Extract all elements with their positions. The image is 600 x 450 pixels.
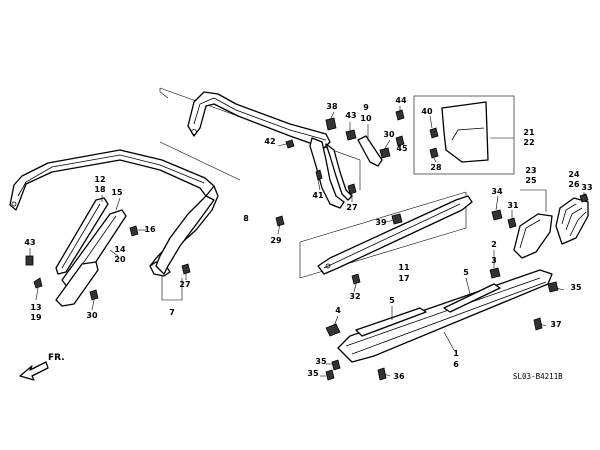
- callout-c20: 20: [114, 255, 126, 264]
- callout-c37: 37: [550, 320, 561, 329]
- callout-c6: 6: [453, 360, 459, 369]
- callout-c31: 31: [507, 201, 519, 210]
- callout-c24: 24: [568, 170, 580, 179]
- drawing-code: SL03-B4211B: [513, 372, 563, 381]
- callout-c4: 4: [335, 306, 341, 315]
- callout-c34: 34: [491, 187, 503, 196]
- callout-c28: 28: [430, 163, 442, 172]
- callout-c35c: 35: [307, 369, 319, 378]
- callout-c9: 9: [363, 103, 369, 112]
- callout-labels: 1623455789101117121813191420151621222325…: [24, 96, 592, 381]
- callout-c32: 32: [349, 292, 360, 301]
- callout-c35a: 35: [570, 283, 582, 292]
- rear-quarter-trim-box: [413, 95, 515, 175]
- callout-c27a: 27: [179, 280, 190, 289]
- callout-c23: 23: [525, 166, 536, 175]
- callout-c43a: 43: [24, 238, 35, 247]
- sill-molding-strip-a: [355, 307, 427, 337]
- side-sill-garnish: [337, 269, 553, 363]
- callout-c5b: 5: [463, 268, 469, 277]
- roof-side-molding: [299, 191, 473, 279]
- pillar-garnish-12: [55, 197, 109, 275]
- callout-c17: 17: [398, 274, 409, 283]
- callout-c10: 10: [360, 114, 372, 123]
- callout-c45: 45: [396, 144, 408, 153]
- leader-lines: [29, 106, 585, 377]
- callout-c27b: 27: [346, 203, 357, 212]
- callout-c26: 26: [568, 180, 580, 189]
- front-direction-arrow: FR.: [19, 353, 65, 381]
- center-pillar-trim: [155, 195, 215, 301]
- callout-c8: 8: [243, 214, 249, 223]
- callout-c13: 13: [30, 303, 41, 312]
- callout-c42: 42: [264, 137, 275, 146]
- direction-label: FR.: [48, 353, 65, 363]
- callout-c21: 21: [523, 128, 535, 137]
- callout-c11: 11: [398, 263, 410, 272]
- callout-c18: 18: [94, 185, 106, 194]
- fastener-clips: [25, 109, 589, 381]
- callout-c12: 12: [94, 175, 105, 184]
- sill-molding-strip-b: [443, 283, 501, 313]
- callout-c14: 14: [114, 245, 126, 254]
- callout-c7: 7: [169, 308, 175, 317]
- callout-c19: 19: [30, 313, 42, 322]
- callout-c1: 1: [453, 349, 459, 358]
- rear-side-garnish: [513, 189, 553, 259]
- callout-c33: 33: [581, 183, 592, 192]
- callout-c2: 2: [491, 240, 497, 249]
- callout-c29: 29: [270, 236, 282, 245]
- roof-side-weatherstrip: [159, 87, 361, 209]
- callout-c3: 3: [491, 256, 497, 265]
- callout-c41: 41: [312, 191, 324, 200]
- callout-c15: 15: [111, 188, 123, 197]
- callout-c36: 36: [393, 372, 405, 381]
- callout-c38: 38: [326, 102, 338, 111]
- callout-c30a: 30: [86, 311, 98, 320]
- callout-c44: 44: [395, 96, 407, 105]
- pillar-garnish-14: [55, 209, 127, 307]
- callout-c35b: 35: [315, 357, 327, 366]
- callout-c25: 25: [525, 176, 537, 185]
- callout-c43b: 43: [345, 111, 356, 120]
- callout-c40: 40: [421, 107, 433, 116]
- callout-c30b: 30: [383, 130, 395, 139]
- callout-c39: 39: [375, 218, 387, 227]
- callout-c5a: 5: [389, 296, 395, 305]
- callout-c16: 16: [144, 225, 156, 234]
- callout-c22: 22: [523, 138, 534, 147]
- rear-vent-grille: [555, 197, 589, 245]
